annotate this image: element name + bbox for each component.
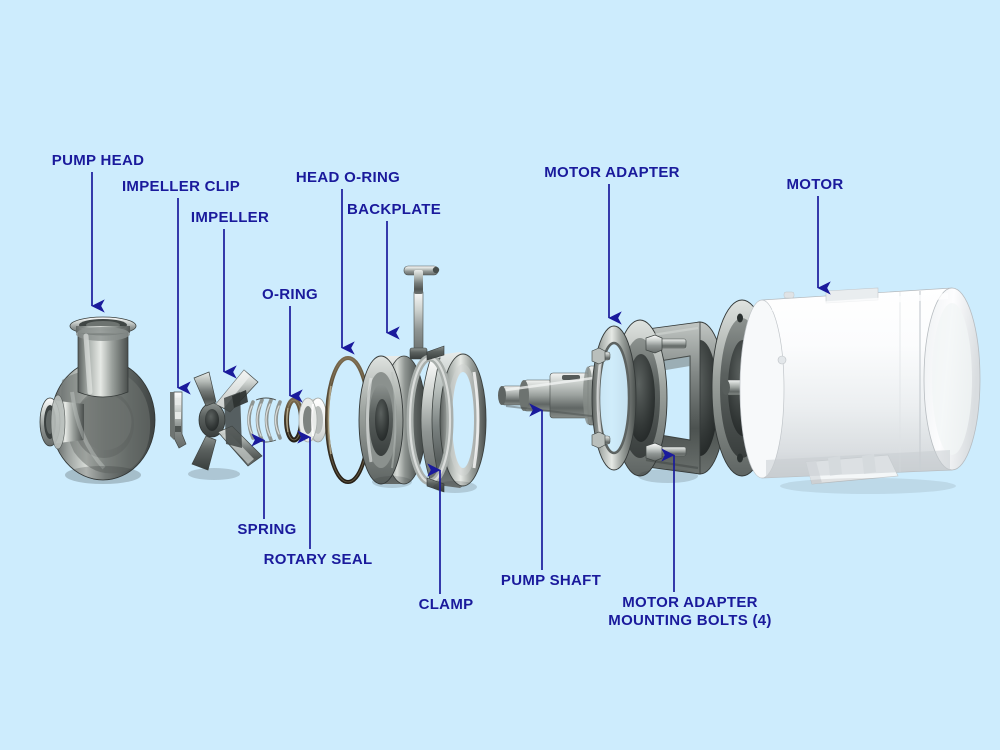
- label-head-o-ring: HEAD O-RING: [295, 169, 401, 186]
- label-o-ring: O-RING: [262, 286, 318, 303]
- label-pump-head: PUMP HEAD: [51, 152, 145, 169]
- part-rotary-seal: [298, 397, 328, 443]
- leader-lines: [91, 172, 831, 594]
- label-pump-shaft: PUMP SHAFT: [500, 572, 602, 589]
- label-clamp: CLAMP: [418, 596, 474, 613]
- label-rotary-seal: ROTARY SEAL: [263, 551, 373, 568]
- label-motor-adapter: MOTOR ADAPTER: [544, 164, 680, 181]
- part-impeller: [188, 369, 263, 480]
- label-backplate: BACKPLATE: [346, 201, 442, 218]
- part-pump-head: [39, 316, 156, 484]
- part-spring: [247, 397, 282, 443]
- label-motor: MOTOR: [786, 176, 844, 193]
- part-motor-adapter: [591, 319, 727, 483]
- label-impeller: IMPELLER: [190, 209, 270, 226]
- part-motor: [711, 287, 981, 494]
- label-motor-adapter-bolts: MOTOR ADAPTER MOUNTING BOLTS (4): [608, 594, 772, 630]
- part-impeller-clip: [170, 391, 187, 449]
- part-clamp: [403, 265, 487, 493]
- label-impeller-clip: IMPELLER CLIP: [121, 178, 241, 195]
- label-spring: SPRING: [237, 521, 297, 538]
